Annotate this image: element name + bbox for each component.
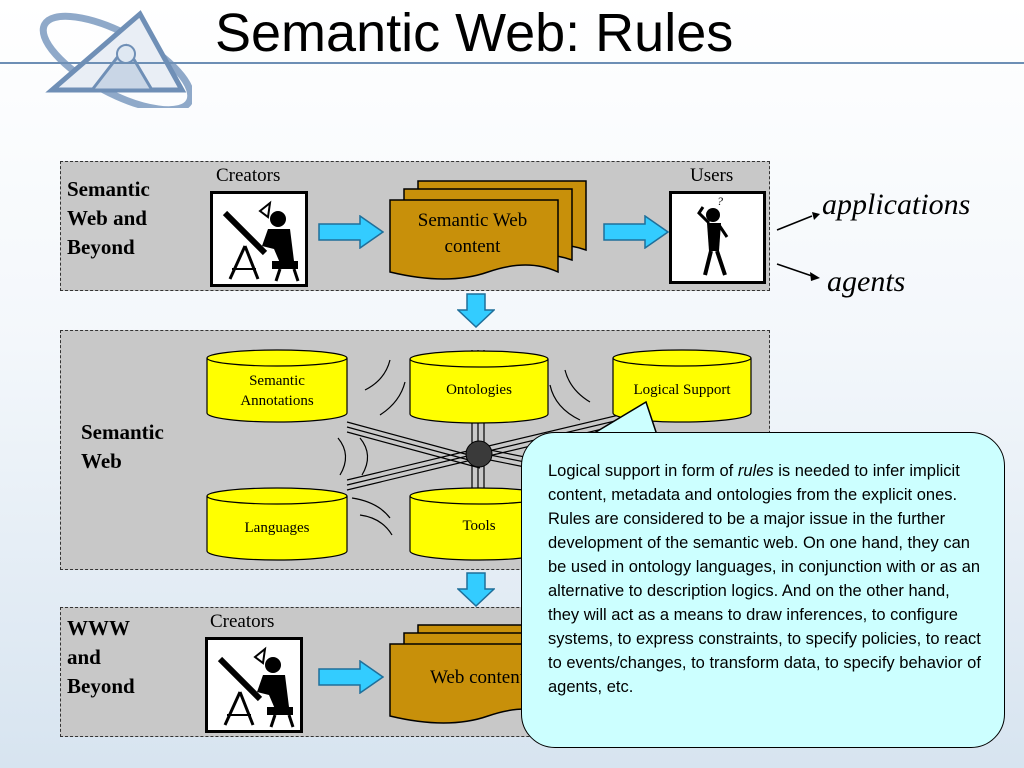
logo-icon	[39, 10, 192, 108]
content-to-users-arrow	[603, 215, 669, 249]
bottom-creators-label: Creators	[210, 611, 275, 632]
www-beyond-label: WWW and Beyond	[67, 616, 135, 698]
down-arrow-top	[457, 293, 495, 328]
page-title: Semantic Web: Rules	[215, 3, 734, 63]
callout-text-after: is needed to infer implicit content, met…	[548, 462, 981, 696]
confused-user-icon: ?	[669, 191, 766, 284]
cylinder-tools	[409, 487, 549, 561]
callout-text-before: Logical support in form of	[548, 462, 738, 480]
callout-pointer-join	[578, 433, 664, 445]
web-content-label: Web content	[429, 667, 526, 688]
cylinder-label-logical-support: Logical Support	[633, 382, 731, 398]
output-arrows-icon	[776, 212, 820, 281]
semantic-web-beyond-label: Semantic Web and Beyond	[67, 177, 150, 259]
logical-support-callout: Logical support in form of rules is need…	[521, 432, 1005, 748]
semantic-web-content-label: Semantic Web content	[417, 210, 528, 257]
cylinder-label-languages: Languages	[244, 520, 310, 536]
cylinder-label-ontologies: Ontologies	[446, 382, 512, 398]
down-arrow-bottom	[457, 572, 495, 607]
creator-drafting-icon	[210, 191, 308, 287]
users-label: Users	[690, 165, 734, 186]
agents-label: agents	[827, 265, 906, 298]
title-divider	[0, 62, 1024, 64]
cylinder-semantic-annotations	[206, 349, 348, 423]
cylinder-languages	[206, 487, 348, 561]
semantic-web-label: Semantic Web	[81, 420, 164, 473]
top-creators-label: Creators	[216, 165, 281, 186]
applications-label: applications	[822, 188, 971, 221]
semantic-web-content-documents	[389, 180, 587, 280]
question-mark: ?	[717, 194, 723, 208]
cylinder-label-semantic-annotations: Semantic Annotations	[240, 373, 314, 409]
creator-drafting-icon-bottom	[205, 637, 303, 733]
creators-to-web-content-arrow	[318, 660, 384, 694]
creators-to-content-arrow	[318, 215, 384, 249]
callout-text-emphasis: rules	[737, 462, 774, 480]
cylinder-ontologies	[409, 350, 549, 424]
cylinder-label-tools: Tools	[462, 518, 496, 534]
